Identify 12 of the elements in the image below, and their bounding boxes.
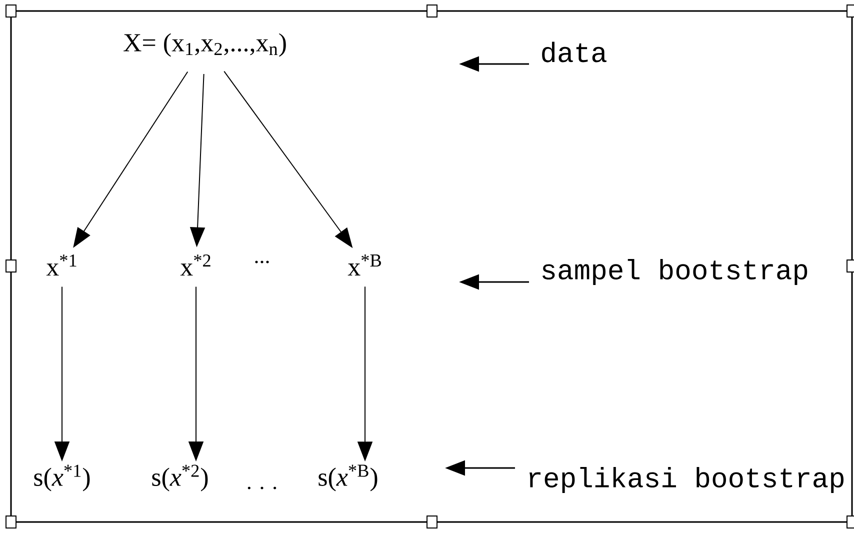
- formula-text: s(x$^{*2}$): [152, 464, 208, 492]
- formula-text: X= (x$_{1}$,x$_{2}$,...,x$_{n}$): [124, 33, 286, 57]
- formula-text: x$^{*2}$: [180, 254, 210, 276]
- ellipsis: . . .: [248, 486, 276, 490]
- formula-text: s(x$^{*B}$): [318, 464, 378, 492]
- row-label: sampel bootstrap: [542, 258, 808, 286]
- ellipsis: ...: [255, 260, 269, 264]
- row-label: replikasi bootstrap: [530, 466, 844, 494]
- formula-text: x$^{*B}$: [348, 254, 381, 276]
- row-label: data: [542, 42, 606, 62]
- formula-text: x$^{*1}$: [46, 254, 76, 276]
- formula-text: s(x$^{*1}$): [34, 464, 90, 492]
